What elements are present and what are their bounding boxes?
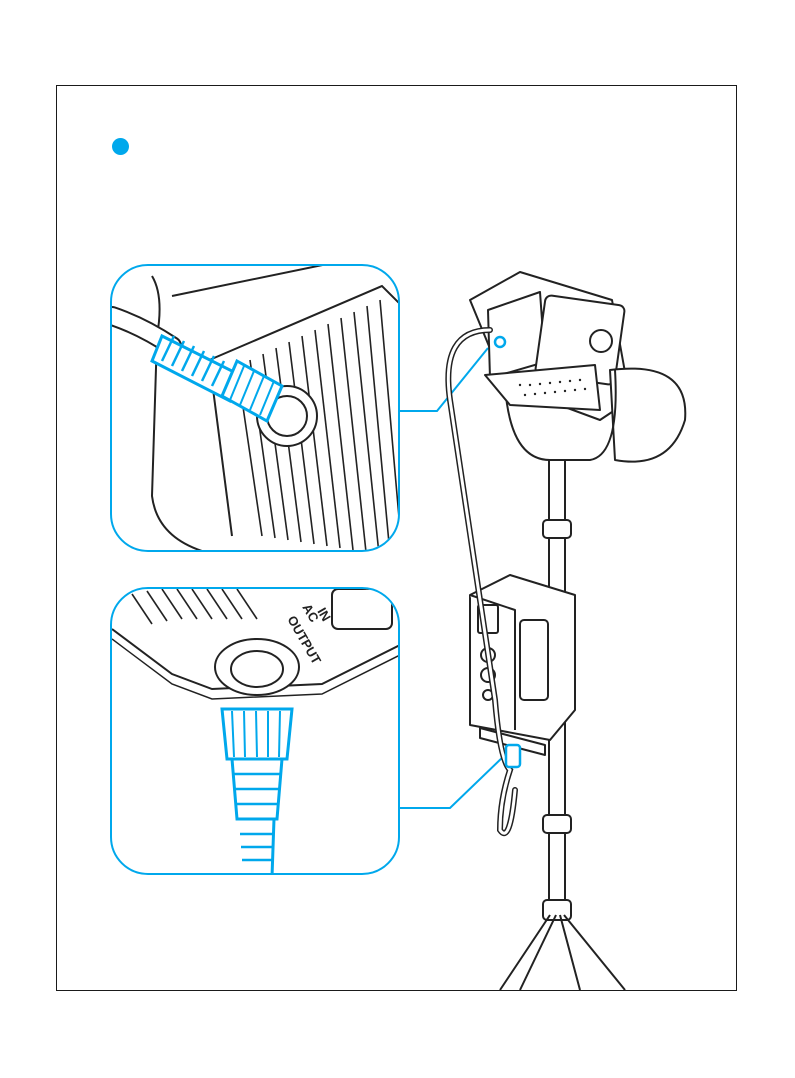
callout-line-bottom [400, 755, 505, 808]
box-port-highlight [506, 745, 520, 767]
callout-line-top [400, 348, 488, 411]
tripod-legs [500, 915, 625, 990]
power-box [470, 575, 575, 755]
light-port-highlight [495, 337, 505, 347]
reflector [610, 369, 685, 462]
